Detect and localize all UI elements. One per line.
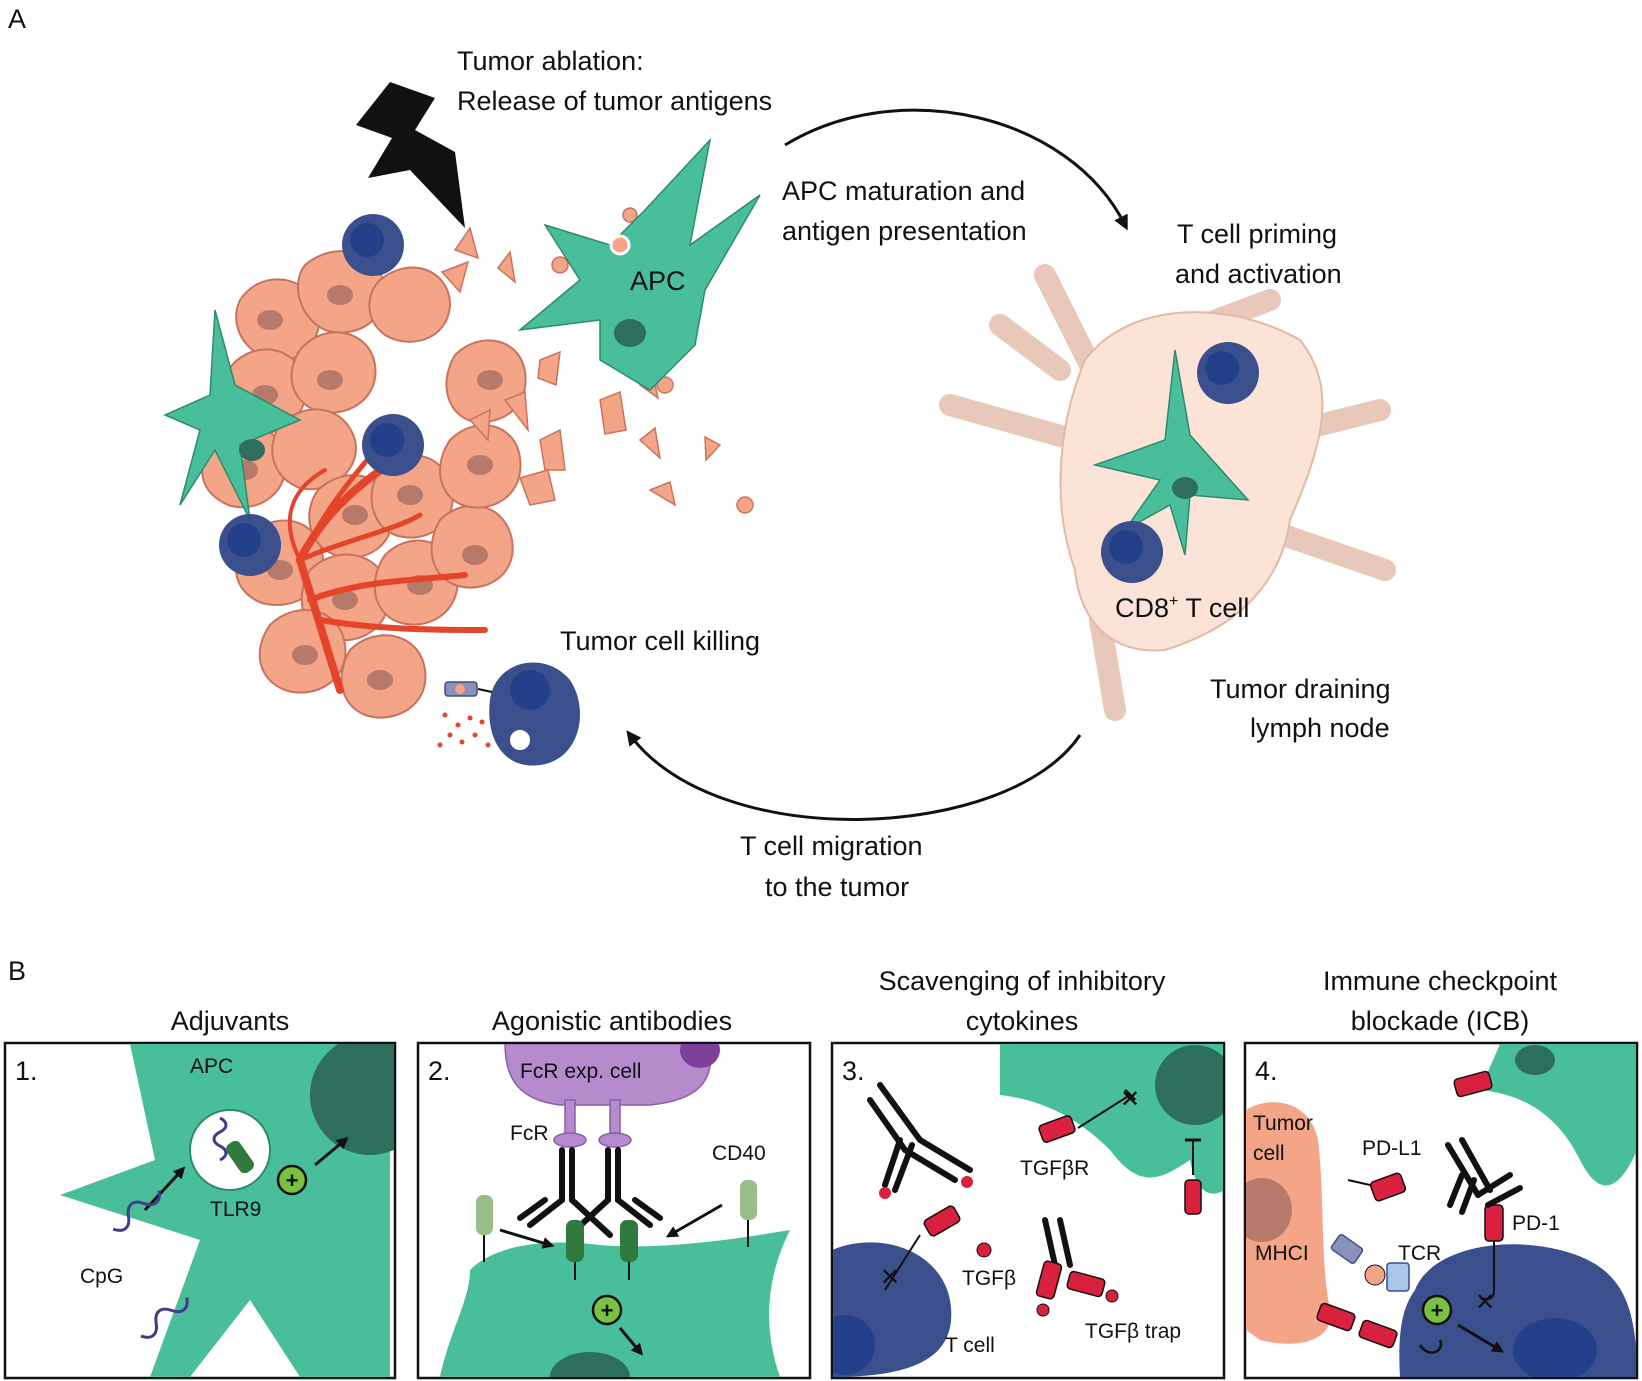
killer-tcell [444, 662, 580, 766]
box3-title-line2: cytokines [966, 1006, 1079, 1036]
engulfed-antigen [609, 234, 631, 256]
tgfbr-signal-line [1077, 1094, 1131, 1129]
migration-label-line2: to the tumor [765, 872, 909, 902]
cd40-clustering-arrow-right [665, 1203, 723, 1238]
inhibition-bar [1123, 1088, 1137, 1102]
pdl1-stem [1347, 1179, 1371, 1186]
ablation-title-line1: Tumor ablation: [457, 46, 644, 76]
cpg-dna-icon-2 [140, 1297, 189, 1339]
lymph-node-label-line1: Tumor draining [1210, 674, 1391, 704]
box4-title-line1: Immune checkpoint [1323, 966, 1558, 996]
activation-arrow-1 [314, 1136, 349, 1167]
pdl1-ligands [1316, 1070, 1493, 1349]
tlr9-receptor [226, 1140, 254, 1174]
priming-label-line1: T cell priming [1177, 219, 1337, 249]
box2-title: Agonistic antibodies [492, 1006, 732, 1036]
activation-arrow-4 [1457, 1323, 1505, 1353]
ablation-title-line2: Release of tumor antigens [457, 86, 772, 116]
lymph-node-label-line2: lymph node [1250, 713, 1390, 743]
maturation-label-line2: antigen presentation [782, 216, 1027, 246]
plus-glyph-2: + [601, 1298, 614, 1323]
box4-checkpoint-blockade: ✕ + 4. Tumor cell PD-L1 PD-1 MHCI TCR [1243, 1041, 1639, 1380]
cpg-dna-icon [112, 1190, 161, 1232]
blocked-x-icon: ✕ [1120, 1086, 1140, 1113]
cd40-label: CD40 [712, 1142, 766, 1165]
tumor-fragments [440, 226, 722, 507]
cd40-receptors [476, 1180, 757, 1280]
tgfb-molecule [976, 1242, 992, 1258]
tgfb-trap-label: TGFβ trap [1085, 1320, 1181, 1343]
box1-number: 1. [15, 1056, 38, 1086]
cd8-tcell [1101, 521, 1163, 583]
apc-nucleus [1172, 477, 1198, 499]
tgfb-label: TGFβ [962, 1267, 1016, 1290]
box3-cytokine-scavenging: ✕ ✕ 3. TGFβR TGFβ T cell TGFβ trap [830, 1041, 1226, 1380]
cd40-clustering-arrow-left [499, 1228, 555, 1249]
apc-in-tumor [163, 309, 302, 521]
arrow-to-tumor [626, 730, 1082, 821]
box4-number: 4. [1255, 1056, 1278, 1086]
fcr-cell-label: FcR exp. cell [520, 1060, 641, 1083]
lightning-bolt-icon [356, 82, 465, 228]
box2-number: 2. [428, 1056, 451, 1086]
box1-cpg-label: CpG [80, 1265, 123, 1288]
apc-large [517, 137, 761, 391]
tcell-signal-line [884, 1234, 921, 1291]
tumor-cell-label-line1: Tumor [1253, 1112, 1313, 1135]
tcr-label: TCR [1398, 1242, 1441, 1265]
tgfb-trap [1035, 1217, 1119, 1317]
tumor-cell-label-line2: cell [1253, 1142, 1285, 1165]
box3-number: 3. [842, 1056, 865, 1086]
box3-tcell-label: T cell [945, 1334, 995, 1357]
box1-adjuvants: + 1. APC TLR9 CpG [3, 1041, 397, 1380]
tgfbr-label: TGFβR [1020, 1157, 1089, 1180]
fcr-label: FcR [510, 1122, 549, 1145]
tumor-tcell-1 [342, 214, 404, 276]
tcell-lymph-top [1197, 342, 1259, 404]
box2-agonistic-antibodies: + 2. FcR exp. cell FcR CD40 [416, 1041, 812, 1380]
apc-large-nucleus [614, 319, 646, 347]
box1-apc-label: APC [190, 1055, 233, 1078]
panel-a-letter: A [8, 4, 26, 34]
maturation-label-line1: APC maturation and [782, 176, 1025, 206]
blocked-x-icon-3: ✕ [1475, 1289, 1495, 1316]
activation-plus-icon-4 [1421, 1294, 1453, 1326]
migration-label-line1: T cell migration [740, 831, 923, 861]
feedback-inhibition [1418, 1339, 1443, 1354]
tgfbr-receptors [923, 1115, 1202, 1237]
cpg-dna-icon-inside [212, 1116, 228, 1162]
apc-label: APC [630, 266, 686, 296]
tumor-tcell-3 [219, 514, 281, 576]
box1-title: Adjuvants [171, 1006, 290, 1036]
apc-in-lymph-node [1092, 349, 1250, 556]
killing-label: Tumor cell killing [560, 626, 760, 656]
box4-title-line2: blockade (ICB) [1351, 1006, 1530, 1036]
anti-pd1-antibody [1445, 1137, 1523, 1215]
cd8-tcell-label: CD8+ T cell [1115, 593, 1249, 623]
cytotoxic-granules [437, 712, 491, 748]
mhci-label: MHCI [1255, 1242, 1309, 1265]
pdl1-label: PD-L1 [1362, 1137, 1422, 1160]
mhc-tcr-complex [1330, 1234, 1410, 1292]
box1-tlr9-label: TLR9 [210, 1198, 261, 1221]
apc-in-tumor-nucleus [239, 439, 265, 461]
anti-tgfb-antibody-1 [867, 1082, 973, 1199]
panel-b-letter: B [8, 956, 26, 986]
priming-label-line2: and activation [1175, 259, 1342, 289]
activation-plus-icon [276, 1164, 308, 1196]
pd1-label: PD-1 [1512, 1212, 1560, 1235]
blocked-x-icon-2: ✕ [880, 1264, 900, 1291]
arrow-to-lymph-node [784, 108, 1128, 231]
tumor-tcell-2 [362, 414, 424, 476]
box3-title-line1: Scavenging of inhibitory [879, 966, 1166, 996]
fcr-receptors [553, 1099, 632, 1148]
activation-arrow-2 [618, 1327, 644, 1356]
activation-plus-icon-2 [591, 1294, 623, 1326]
plus-glyph-1: + [286, 1168, 299, 1193]
plus-glyph-4: + [1431, 1298, 1444, 1323]
